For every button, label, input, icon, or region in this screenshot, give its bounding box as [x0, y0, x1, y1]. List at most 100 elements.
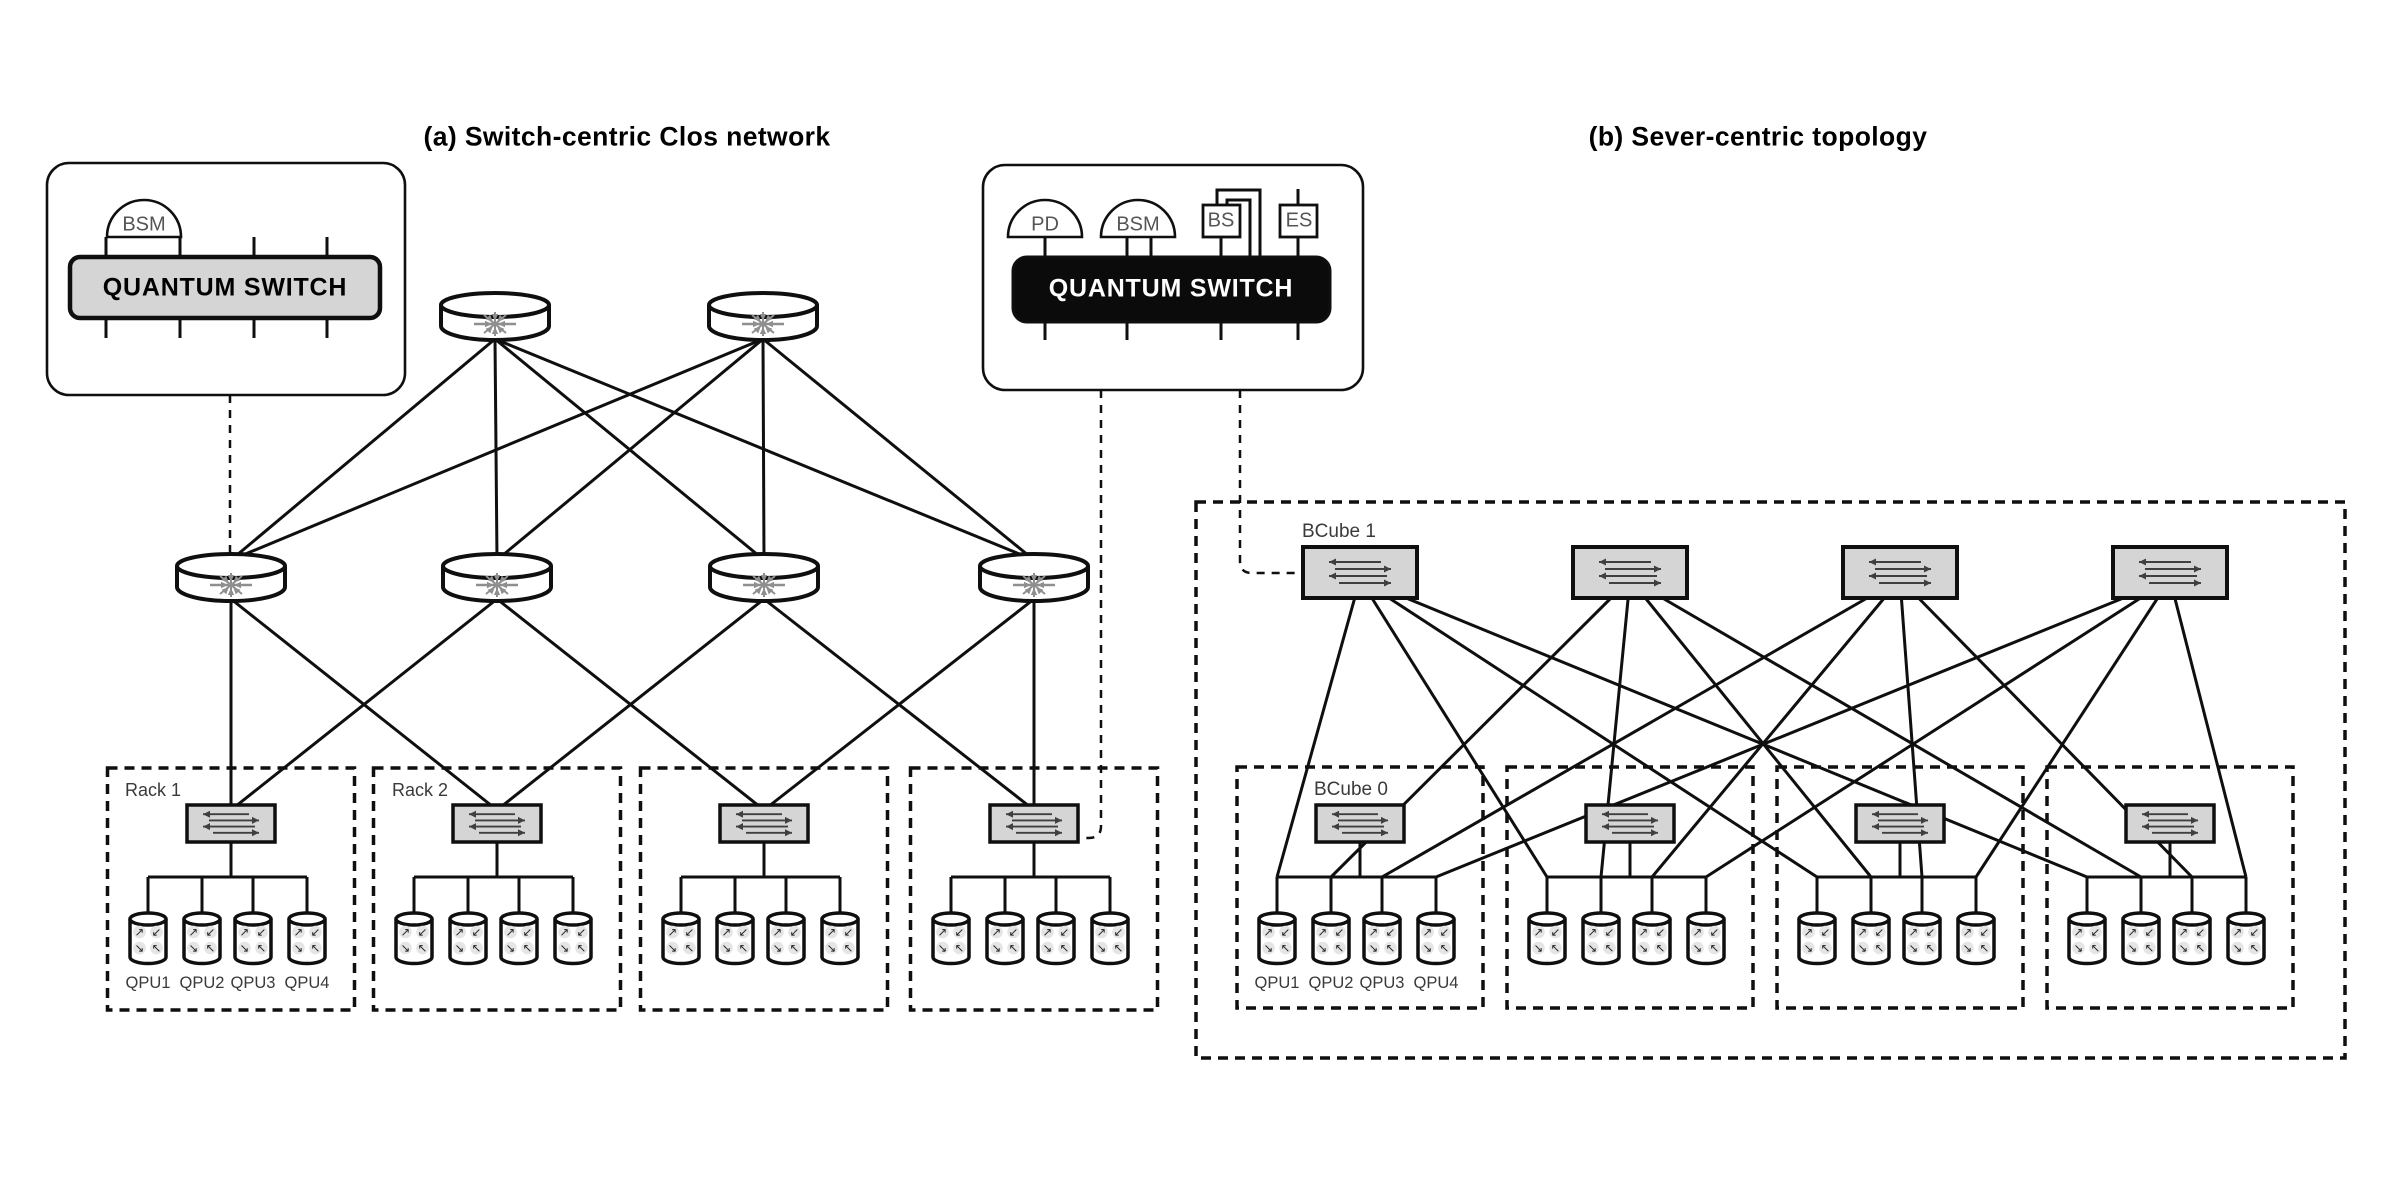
- qpu-chip: [2126, 925, 2139, 939]
- qubit-flow-arrows-icon: ↙: [1335, 925, 1345, 939]
- rack-2-switch-box: [451, 803, 543, 844]
- legend-b-pd-label: PD: [1031, 213, 1059, 236]
- qubit-flow-arrows-icon: ↘: [560, 941, 570, 955]
- qubit-flow-arrows-icon: ↖: [1114, 941, 1124, 955]
- switch-arrows-icon: [203, 823, 210, 831]
- bcube1-server-link: [2172, 593, 2248, 878]
- qpu-cylinder-top: [1527, 911, 1567, 927]
- switch-arrows-icon: [1332, 810, 1339, 818]
- qubit-flow-arrows-icon: ↙: [1281, 925, 1291, 939]
- qpu-chip: [842, 941, 855, 955]
- qubit-flow-arrows-icon: ↖: [2091, 941, 2101, 955]
- converge-arrows-icon: [1030, 575, 1038, 582]
- converge-arrows-icon: [487, 581, 494, 589]
- rack-2-enclosure: [371, 766, 623, 1012]
- qubit-flow-arrows-icon: ↗: [189, 925, 199, 939]
- bcube1-server-link: [1974, 593, 2162, 878]
- leaf-rack-link: [763, 597, 1035, 812]
- converge-arrows-icon: [499, 575, 507, 583]
- bcube1-server-link: [1368, 593, 1549, 878]
- qpu-chip: [666, 941, 679, 955]
- qubit-flow-arrows-icon: ↙: [1926, 925, 1936, 939]
- switch-arrows-icon: [1599, 572, 1606, 580]
- qpu-chip: [2194, 925, 2207, 939]
- qpu-cylinder-top: [128, 911, 168, 927]
- switch-arrows-icon: [1651, 829, 1658, 837]
- bcube1-server-link: [1650, 593, 1889, 878]
- converge-arrows-icon: [753, 326, 761, 334]
- qpu-chip: [2177, 941, 2190, 955]
- qubit-flow-arrows-icon: ↖: [1656, 941, 1666, 955]
- qpu-cylinder-top: [287, 911, 327, 927]
- qpu-chip: [521, 941, 534, 955]
- switch-arrows-icon: [1329, 572, 1336, 580]
- qpu-chip: [238, 941, 251, 955]
- qubit-flow-arrows-icon: ↘: [2128, 941, 2138, 955]
- qubit-flow-arrows-icon: ↘: [189, 941, 199, 955]
- qpu-cylinder-top: [1362, 911, 1402, 927]
- qpu-chip: [1007, 941, 1020, 955]
- switch-arrows-icon: [1381, 816, 1388, 824]
- rack-1-switch-box: [185, 803, 277, 844]
- qpu-chip: [2072, 925, 2085, 939]
- pd-dome-icon: [1006, 198, 1084, 239]
- qpu-chip: [1112, 941, 1125, 955]
- qpu-chip: [825, 941, 838, 955]
- qpu-chip: [1978, 941, 1991, 955]
- switch-arrows-icon: [1602, 810, 1609, 818]
- qpu-chip: [2143, 941, 2156, 955]
- qubit-flow-arrows-icon: ↙: [685, 925, 695, 939]
- qubit-flow-arrows-icon: ↗: [2179, 925, 2189, 939]
- qubit-flow-arrows-icon: ↗: [1534, 925, 1544, 939]
- switch-arrows-icon: [1869, 572, 1876, 580]
- switch-arrows-icon: [1384, 565, 1391, 573]
- qpu-chip: [1279, 941, 1292, 955]
- qubit-flow-arrows-icon: ↙: [1980, 925, 1990, 939]
- qpu3-label: QPU3: [230, 974, 276, 992]
- qpu-chip: [309, 925, 322, 939]
- qpu-chip: [1532, 925, 1545, 939]
- qpu-chip: [1384, 925, 1397, 939]
- qpu-chip: [2231, 925, 2244, 939]
- qpu-chip: [1637, 925, 1650, 939]
- bcube-group-1-enclosure: [1235, 765, 1485, 1010]
- qubit-flow-arrows-icon: ↘: [1264, 941, 1274, 955]
- qpu-chip: [1978, 925, 1991, 939]
- converge-arrows-icon: [234, 581, 241, 589]
- qubit-flow-arrows-icon: ↙: [1821, 925, 1831, 939]
- qubit-flow-arrows-icon: ↖: [152, 941, 162, 955]
- qpu-cylinder-top: [1956, 911, 1996, 927]
- switch-arrows-icon: [2139, 572, 2146, 580]
- qpu-cylinder-top: [1902, 911, 1942, 927]
- bcube-qpu1-label: QPU1: [1254, 974, 1300, 992]
- qpu-chip: [1041, 941, 1054, 955]
- qubit-flow-arrows-icon: ↘: [506, 941, 516, 955]
- qpu-chip: [1438, 941, 1451, 955]
- qpu-chip: [1549, 925, 1562, 939]
- switch-arrows-icon: [1006, 810, 1013, 818]
- bcube1-server-link: [1381, 592, 1875, 879]
- qpu-chip: [1095, 925, 1108, 939]
- bcube1-server-link: [1640, 593, 1873, 878]
- bsm-dome-icon: [1099, 198, 1177, 239]
- qpu-cylinder-top: [985, 911, 1025, 927]
- bcube1-server-link: [1435, 592, 2134, 879]
- qpu-chip: [1532, 941, 1545, 955]
- qpu-cylinder-top: [820, 911, 860, 927]
- rack-1-label: Rack 1: [125, 780, 182, 800]
- qubit-flow-arrows-icon: ↙: [1009, 925, 1019, 939]
- qpu-chip: [150, 941, 163, 955]
- qubit-flow-arrows-icon: ↖: [685, 941, 695, 955]
- qubit-flow-arrows-icon: ↗: [992, 925, 1002, 939]
- switch-arrows-icon: [1921, 829, 1928, 837]
- qpu-chip: [1367, 941, 1380, 955]
- qubit-flow-arrows-icon: ↘: [294, 941, 304, 955]
- qpu-cylinder-top: [448, 911, 488, 927]
- switch-arrows-icon: [736, 810, 743, 818]
- bcube1-switch-box: [2111, 545, 2229, 600]
- qpu-cylinder-top: [553, 911, 593, 927]
- converge-arrows-icon: [498, 320, 505, 328]
- qubit-flow-arrows-icon: ↘: [938, 941, 948, 955]
- qpu-chip: [683, 925, 696, 939]
- spine-leaf-link: [230, 337, 764, 562]
